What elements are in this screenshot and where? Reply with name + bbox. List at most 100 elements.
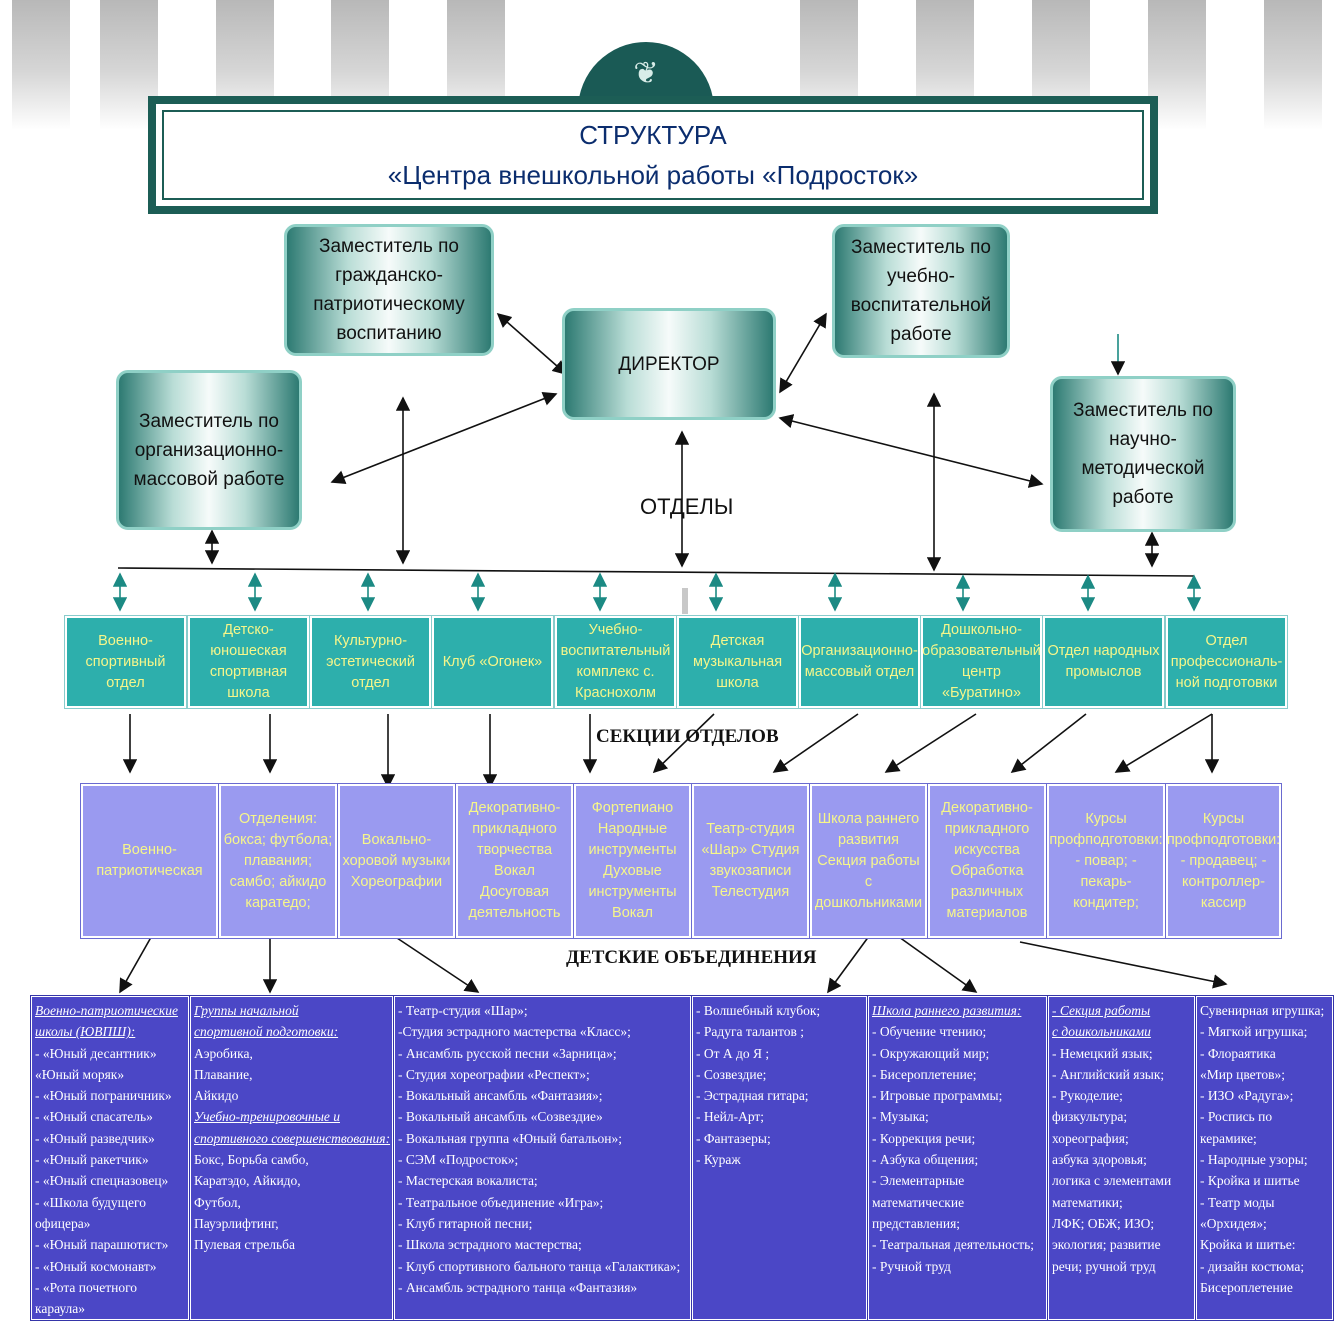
association-item: - Вокальный ансамбль «Созвездие» [398, 1109, 603, 1125]
association-item: - Студия хореографии «Респект»; [398, 1066, 590, 1082]
association-item: Бокс, Борьба самбо, [194, 1152, 309, 1168]
deputy-edu-label: Заместитель по учебно-воспитательной раб… [850, 237, 992, 345]
association-item: «Мир цветов»; [1200, 1066, 1285, 1082]
department-label: Отдел профессиональ-ной подготовки [1170, 632, 1283, 691]
title-line-1: СТРУКТУРА [579, 120, 727, 150]
association-item: - Эстрадная гитара; [696, 1088, 809, 1104]
association-item: Сувенирная игрушка; [1200, 1003, 1325, 1018]
sections-label: СЕКЦИИ ОТДЕЛОВ [596, 726, 779, 747]
section-box: Отделения: бокса; футбола; плавания; сам… [218, 783, 338, 939]
association-item: логика с элементами [1052, 1173, 1172, 1189]
top-stripe [12, 0, 70, 130]
title-line-2: «Центра внешкольной работы «Подросток» [387, 160, 919, 190]
association-item: - «Юный ракетчик» [35, 1152, 149, 1168]
association-item: - Флораятика [1200, 1045, 1276, 1061]
department-box: Детско-юношеская спортивная школа [187, 615, 310, 709]
association-item: Айкидо [194, 1088, 239, 1104]
association-column: Сувенирная игрушка; - Мягкой игрушка; - Фл… [1195, 995, 1334, 1321]
association-item: Бисероплетение [1200, 1279, 1293, 1295]
association-item: Пауэрлифтинг, [194, 1215, 279, 1231]
association-item: - Радуга талантов ; [696, 1024, 804, 1040]
association-item: - «Юный парашютист» [35, 1237, 169, 1253]
association-item: - «Юный десантник» [35, 1045, 157, 1061]
section-label: Отделения: бокса; футбола; плавания; сам… [223, 810, 333, 911]
association-item: - СЭМ «Подросток»; [398, 1152, 519, 1168]
association-item: - Ансамбль эстрадного танца «Фантазия» [398, 1279, 638, 1295]
association-item: офицера» [35, 1215, 91, 1231]
association-item: - Коррекция речи; [872, 1130, 976, 1146]
section-box: Театр-студия «Шар» Студия звукозаписи Те… [691, 783, 810, 939]
association-item: хореография; [1052, 1130, 1129, 1146]
association-heading: - Секция работы [1052, 1003, 1151, 1018]
association-item: - Кройка и шитье [1200, 1173, 1300, 1189]
section-label: Вокально-хоровой музыки Хореографии [342, 831, 451, 890]
section-box: Курсы профподготовки: - продавец; - конт… [1165, 783, 1282, 939]
leaf-swirl-icon: ❦ [633, 56, 659, 91]
deputy-method-label: Заместитель по научно-методической работ… [1072, 400, 1214, 508]
association-item: - Клуб гитарной песни; [398, 1215, 533, 1231]
section-box: Декоративно-прикладного искусства Обрабо… [927, 783, 1047, 939]
association-item: - Мастерская вокалиста; [398, 1173, 538, 1189]
association-item: - Музыка; [872, 1109, 929, 1125]
section-label: Курсы профподготовки: - продавец; - конт… [1166, 810, 1281, 911]
department-box: Клуб «Огонек» [431, 615, 554, 709]
section-box: Фортепиано Народные инструменты Духовые … [573, 783, 692, 939]
association-column: - Волшебный клубок; - Радуга талантов ; - … [691, 995, 868, 1321]
association-item: Плавание, [194, 1066, 253, 1082]
association-item: - Театр моды [1200, 1194, 1275, 1210]
association-item: - Игровые программы; [872, 1088, 1003, 1104]
association-item: - Волшебный клубок; [696, 1003, 821, 1018]
association-item: - Мягкой игрушка; [1200, 1024, 1308, 1040]
association-item: речи; ручной труд [1052, 1258, 1156, 1274]
section-label: Декоративно-прикладного искусства Обрабо… [941, 800, 1033, 921]
association-item: «Орхидея»; [1200, 1215, 1267, 1231]
section-box: Школа раннего развития Секция работы с д… [809, 783, 928, 939]
association-item: ЛФК; ОБЖ; ИЗО; [1052, 1215, 1155, 1231]
association-item: - Азбука общения; [872, 1152, 979, 1168]
association-item: - Немецкий язык; [1052, 1045, 1153, 1061]
deputy-civic-box: Заместитель по гражданско-патриотическом… [284, 224, 494, 356]
association-item: математики; [1052, 1194, 1123, 1210]
association-heading: спортивной подготовки: [194, 1024, 339, 1040]
association-item: - Рукоделие; [1052, 1088, 1123, 1104]
section-box: Декоративно-прикладного творчества Вокал… [455, 783, 574, 939]
department-label: Отдел народных промыслов [1047, 643, 1160, 680]
section-label: Театр-студия «Шар» Студия звукозаписи Те… [701, 821, 800, 900]
association-item: - Театр-студия «Шар»; [398, 1003, 528, 1018]
association-heading: Школа раннего развития: [872, 1003, 1022, 1018]
department-box: Отдел народных промыслов [1042, 615, 1165, 709]
association-item: -Студия эстрадного мастерства «Класс»; [398, 1024, 631, 1040]
department-box: Учебно-воспитательный комплекс с. Красно… [554, 615, 677, 709]
section-label: Школа раннего развития Секция работы с д… [814, 810, 923, 911]
association-heading: Группы начальной [194, 1003, 299, 1018]
association-item: караула» [35, 1301, 86, 1317]
section-box: Вокально-хоровой музыки Хореографии [337, 783, 456, 939]
department-label: Организационно-массовый отдел [801, 643, 918, 680]
association-column: - Секция работы с дошкольниками- Немецки… [1047, 995, 1196, 1321]
association-item: - Бисероплетение; [872, 1066, 977, 1082]
association-item: - Кураж [696, 1152, 741, 1168]
department-label: Клуб «Огонек» [442, 653, 543, 670]
section-box: Военно-патриотическая [80, 783, 219, 939]
association-item: - Нейл-Арт; [696, 1109, 765, 1125]
association-item: - Ручной труд [872, 1258, 951, 1274]
association-item: - Окружающий мир; [872, 1045, 990, 1061]
association-item: Кройка и шитье: [1200, 1237, 1296, 1253]
association-item: экология; развитие [1052, 1237, 1161, 1253]
association-item: керамике; [1200, 1130, 1257, 1146]
department-box: Отдел профессиональ-ной подготовки [1165, 615, 1288, 709]
department-label: Учебно-воспитательный комплекс с. Красно… [560, 622, 671, 701]
deputy-method-box: Заместитель по научно-методической работ… [1050, 376, 1236, 532]
director-label: ДИРЕКТОР [618, 353, 720, 375]
association-item: - Ансамбль русской песни «Зарница»; [398, 1045, 617, 1061]
association-column: Школа раннего развития:- Обучение чтению… [867, 995, 1048, 1321]
association-item: - дизайн костюма; [1200, 1258, 1305, 1274]
association-item: - Элементарные [872, 1173, 965, 1189]
association-item: - Народные узоры; [1200, 1152, 1308, 1168]
association-item: - Роспись по [1200, 1109, 1273, 1125]
association-column: - Театр-студия «Шар»; -Студия эстрадного … [393, 995, 692, 1321]
association-item: - «Юный разведчик» [35, 1130, 155, 1146]
department-box: Детская музыкальная школа [676, 615, 799, 709]
